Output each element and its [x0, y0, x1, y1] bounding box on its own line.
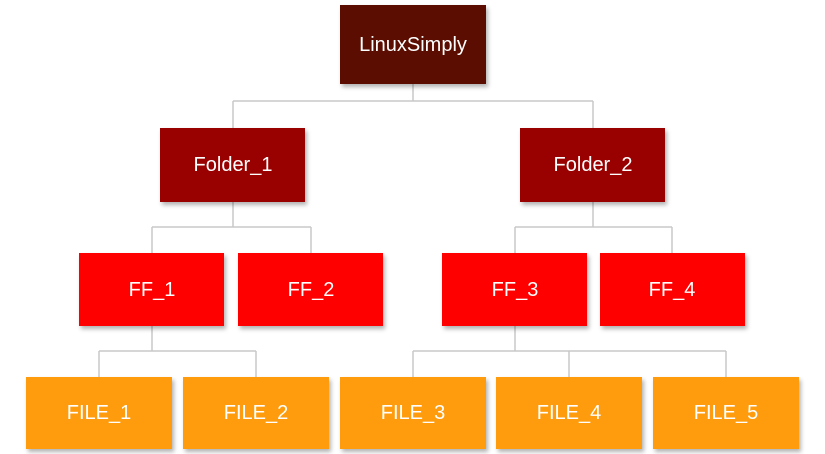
node-file-4-label: FILE_4 — [537, 402, 601, 424]
node-subfolder-3-label: FF_3 — [492, 279, 539, 301]
node-file-3-box — [340, 377, 486, 449]
node-file-4: FILE_4 — [496, 377, 642, 449]
node-folder-1: Folder_1 — [160, 128, 305, 202]
node-file-4-box — [496, 377, 642, 449]
node-subfolder-1-label: FF_1 — [129, 279, 176, 301]
node-folder-1-box — [160, 128, 305, 202]
node-file-3: FILE_3 — [340, 377, 486, 449]
connectors-ff1-files — [98, 326, 257, 377]
node-folder-2-box — [520, 128, 665, 202]
node-subfolder-3-box — [442, 253, 587, 326]
node-file-1: FILE_1 — [26, 377, 172, 449]
node-file-1-box — [26, 377, 172, 449]
connectors-root-folders — [232, 84, 594, 128]
node-folder-2-label: Folder_2 — [554, 154, 633, 176]
node-file-5-box — [653, 377, 799, 449]
node-file-1-label: FILE_1 — [67, 402, 131, 424]
node-root-box — [340, 5, 486, 84]
node-subfolder-4: FF_4 — [600, 253, 745, 326]
node-file-2: FILE_2 — [183, 377, 329, 449]
node-file-5-label: FILE_5 — [694, 402, 758, 424]
node-subfolder-2-box — [238, 253, 383, 326]
node-file-3-label: FILE_3 — [381, 402, 445, 424]
node-subfolder-4-label: FF_4 — [649, 279, 696, 301]
node-root-label: LinuxSimply — [359, 34, 467, 56]
node-subfolder-3: FF_3 — [442, 253, 587, 326]
node-folder-1-label: Folder_1 — [194, 154, 273, 176]
node-subfolder-4-box — [600, 253, 745, 326]
node-root: LinuxSimply — [340, 5, 486, 84]
node-subfolder-2: FF_2 — [238, 253, 383, 326]
connectors-folder2-subfolders — [514, 202, 673, 253]
node-subfolder-1: FF_1 — [79, 253, 224, 326]
node-file-2-box — [183, 377, 329, 449]
connectors-ff3-files — [412, 326, 727, 377]
connectors-folder1-subfolders — [151, 202, 312, 253]
node-folder-2: Folder_2 — [520, 128, 665, 202]
node-file-5: FILE_5 — [653, 377, 799, 449]
node-subfolder-1-box — [79, 253, 224, 326]
node-file-2-label: FILE_2 — [224, 402, 288, 424]
node-subfolder-2-label: FF_2 — [288, 279, 335, 301]
